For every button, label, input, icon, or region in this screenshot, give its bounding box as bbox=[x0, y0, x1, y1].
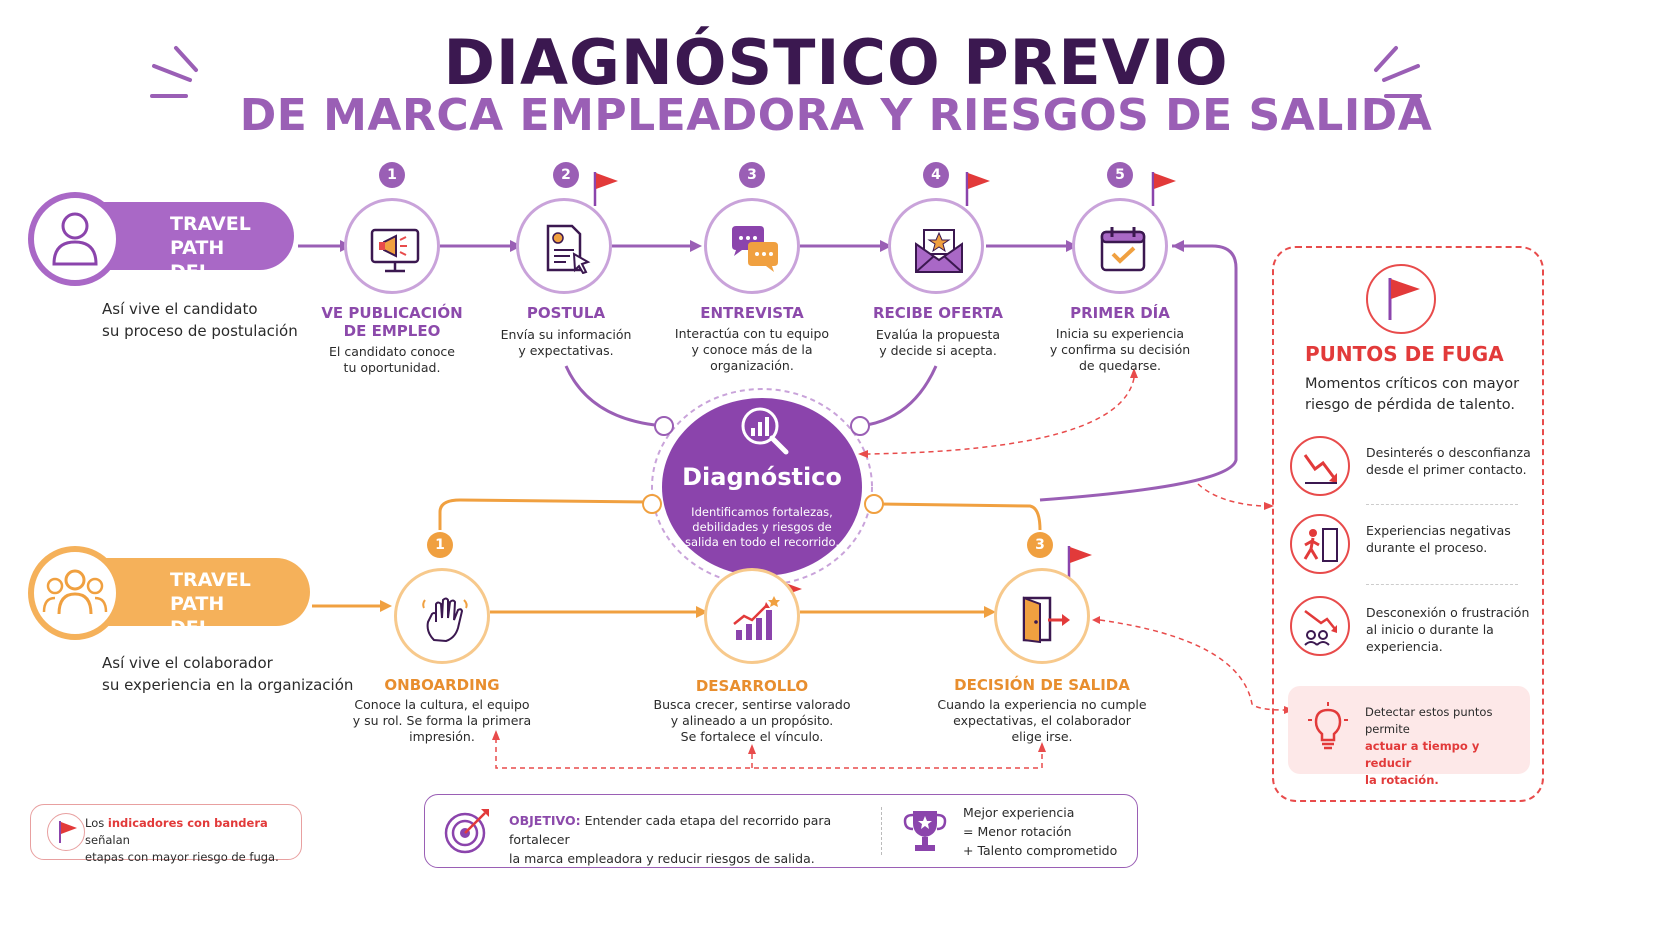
candidate-stage-4-number: 4 bbox=[923, 162, 949, 188]
divider bbox=[1366, 504, 1518, 505]
candidate-stage-1-label: VE PUBLICACIÓN DE EMPLEO bbox=[321, 304, 463, 340]
candidate-stage-1-text: El candidato conoce tu oportunidad. bbox=[329, 344, 455, 375]
fuga-item-1: Desinterés o desconfianza desde el prime… bbox=[1290, 436, 1531, 500]
person-exit-icon bbox=[1290, 514, 1350, 574]
collaborator-avatar bbox=[28, 546, 122, 640]
flag-icon bbox=[1388, 278, 1420, 320]
monitor-megaphone-icon bbox=[370, 228, 420, 273]
target-icon bbox=[444, 809, 489, 854]
collaborator-stage-3 bbox=[994, 568, 1090, 664]
objective-text: OBJETIVO: Entender cada etapa del recorr… bbox=[509, 813, 832, 866]
candidate-stage-4-label: RECIBE OFERTA bbox=[872, 304, 1004, 322]
candidate-stage-5-number: 5 bbox=[1107, 162, 1133, 188]
legend-flag-badge bbox=[47, 813, 85, 851]
divider bbox=[881, 807, 882, 855]
collaborator-stage-2-label: DESARROLLO bbox=[695, 677, 809, 695]
candidate-stage-4 bbox=[888, 198, 984, 294]
candidate-stage-5 bbox=[1072, 198, 1168, 294]
group-decline-icon bbox=[1290, 596, 1350, 656]
candidate-description: Así vive el candidato su proceso de post… bbox=[102, 300, 298, 340]
candidate-stage-5-text: Inicia su experiencia y confirma su deci… bbox=[1049, 326, 1191, 373]
diagnostic-title: Diagnóstico bbox=[682, 463, 842, 491]
flag-icon bbox=[593, 172, 618, 206]
fuga-subtitle: Momentos críticos con mayor riesgo de pé… bbox=[1305, 376, 1520, 413]
flag-icon bbox=[1151, 172, 1176, 206]
magnifier-chart-icon bbox=[741, 407, 789, 455]
fuga-note-text: Detectar estos puntos permite actuar a t… bbox=[1365, 705, 1493, 787]
collaborator-stage-1-text: Conoce la cultura, el equipo y su rol. S… bbox=[352, 697, 532, 744]
lightbulb-icon bbox=[1308, 702, 1348, 750]
collaborator-stage-1 bbox=[394, 568, 490, 664]
collaborator-stage-2 bbox=[704, 568, 800, 664]
objective-box: OBJETIVO: Entender cada etapa del recorr… bbox=[424, 794, 1138, 868]
candidate-stage-2-label: POSTULA bbox=[526, 304, 606, 322]
envelope-star-icon bbox=[915, 229, 963, 273]
collaborator-stage-3-label: DECISIÓN DE SALIDA bbox=[954, 676, 1130, 694]
flag-legend: Los indicadores con bandera señalan etap… bbox=[30, 804, 302, 864]
collaborator-description: Así vive el colaborador su experiencia e… bbox=[102, 654, 354, 694]
collaborator-stage-2-text: Busca crecer, sentirse valorado y alinea… bbox=[653, 697, 851, 744]
group-icon bbox=[42, 569, 108, 615]
fuga-flag-badge bbox=[1366, 264, 1436, 334]
exit-door-icon bbox=[1022, 596, 1070, 644]
growth-chart-icon bbox=[733, 596, 780, 640]
candidate-avatar bbox=[28, 192, 122, 286]
person-icon bbox=[52, 212, 98, 266]
fuga-item-1-text: Desinterés o desconfianza desde el prime… bbox=[1366, 445, 1531, 477]
candidate-stage-3-number: 3 bbox=[739, 162, 765, 188]
candidate-pill-line1: TRAVEL PATH bbox=[170, 213, 251, 259]
candidate-stage-2 bbox=[516, 198, 612, 294]
candidate-stage-1 bbox=[344, 198, 440, 294]
result-text: Mejor experiencia = Menor rotación + Tal… bbox=[963, 805, 1118, 858]
candidate-stage-3-text: Interactúa con tu equipo y conoce más de… bbox=[674, 326, 830, 373]
fuga-note: Detectar estos puntos permite actuar a t… bbox=[1288, 686, 1530, 787]
collaborator-stage-3-text: Cuando la experiencia no cumple expectat… bbox=[937, 697, 1147, 744]
decline-chart-icon bbox=[1290, 436, 1350, 496]
legend-text: Los indicadores con bandera señalan etap… bbox=[85, 816, 279, 864]
collaborator-pill-line1: TRAVEL PATH bbox=[170, 569, 251, 615]
divider bbox=[1366, 584, 1518, 585]
waving-hand-icon bbox=[422, 597, 468, 643]
flag-icon bbox=[59, 821, 77, 843]
fuga-item-2-text: Experiencias negativas durante el proces… bbox=[1366, 523, 1511, 555]
calendar-check-icon bbox=[1100, 227, 1146, 272]
candidate-stage-2-text: Envía su información y expectativas. bbox=[500, 327, 632, 358]
candidate-stage-2-number: 2 bbox=[553, 162, 579, 188]
candidate-stage-1-number: 1 bbox=[379, 162, 405, 188]
flag-icon bbox=[965, 172, 990, 206]
collaborator-stage-1-label: ONBOARDING bbox=[384, 676, 500, 694]
fuga-item-2: Experiencias negativas durante el proces… bbox=[1290, 514, 1530, 578]
flag-icon bbox=[1067, 546, 1092, 580]
document-cursor-icon bbox=[546, 224, 591, 274]
collaborator-pill-line2: DEL COLABORADOR bbox=[170, 617, 334, 663]
candidate-path-pill: TRAVEL PATH DEL CANDIDATO bbox=[60, 202, 296, 307]
chat-bubbles-icon bbox=[732, 226, 778, 272]
collaborator-stage-1-number: 1 bbox=[427, 532, 453, 558]
fuga-panel bbox=[1272, 246, 1544, 802]
page-title: DIAGNÓSTICO PREVIO bbox=[443, 26, 1229, 99]
collaborator-stage-3-number: 3 bbox=[1027, 532, 1053, 558]
candidate-stage-3 bbox=[704, 198, 800, 294]
fuga-item-3: Desconexión o frustración al inicio o du… bbox=[1290, 596, 1530, 660]
fuga-item-3-text: Desconexión o frustración al inicio o du… bbox=[1366, 605, 1530, 654]
candidate-pill-line2: DEL CANDIDATO bbox=[170, 261, 296, 307]
trophy-icon bbox=[903, 811, 947, 851]
fuga-title: PUNTOS DE FUGA bbox=[1305, 342, 1504, 366]
candidate-stage-5-label: PRIMER DÍA bbox=[1070, 304, 1170, 322]
candidate-stage-4-text: Evalúa la propuesta y decide si acepta. bbox=[875, 327, 1001, 358]
candidate-stage-3-label: ENTREVISTA bbox=[700, 304, 804, 322]
page-subtitle: DE MARCA EMPLEADORA Y RIESGOS DE SALIDA bbox=[239, 90, 1433, 141]
diagnostic-text: Identificamos fortalezas, debilidades y … bbox=[684, 505, 840, 549]
